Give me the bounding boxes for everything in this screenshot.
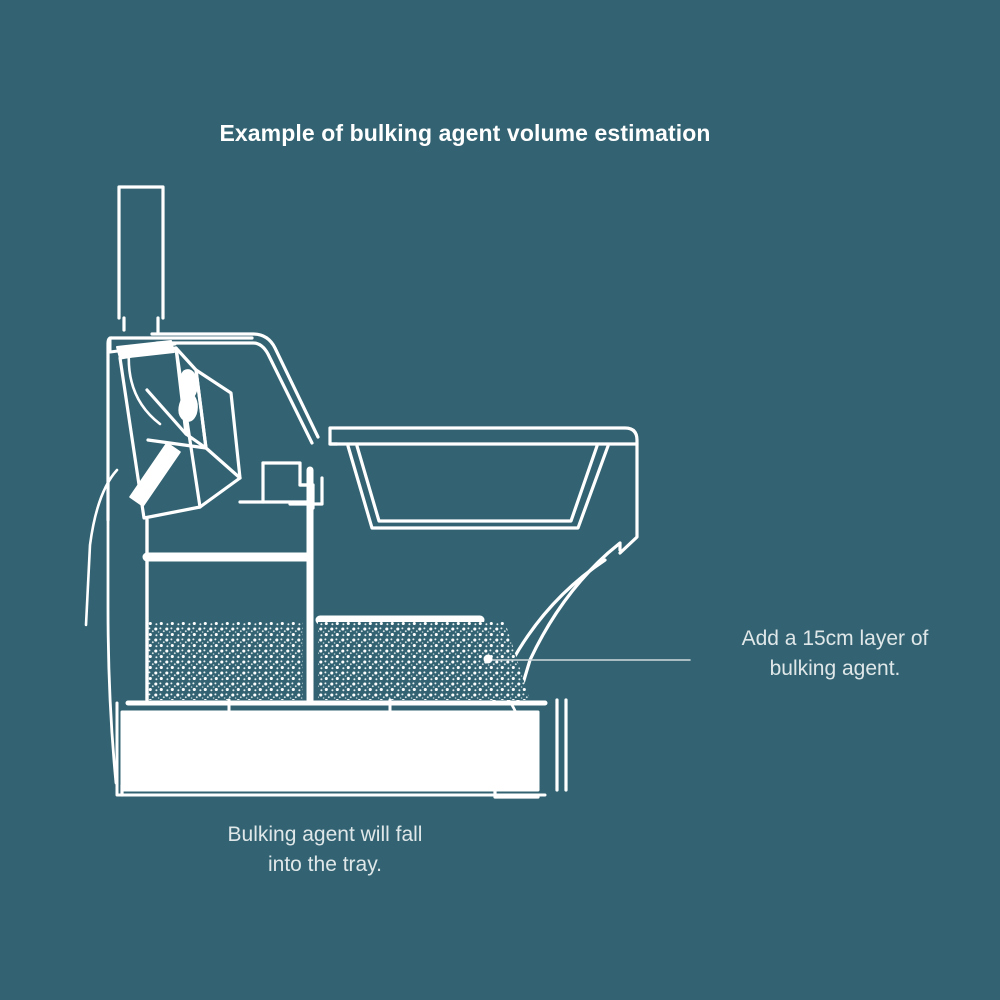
annotation-bulking-layer: Add a 15cm layer of bulking agent. bbox=[690, 624, 980, 684]
hanging-cable bbox=[84, 468, 119, 785]
panel-slot bbox=[129, 442, 181, 507]
annotation-line-2: bulking agent. bbox=[769, 657, 901, 680]
collection-tray bbox=[115, 700, 548, 799]
machine-body bbox=[150, 332, 320, 445]
caption-line-1: Bulking agent will fall bbox=[227, 823, 423, 846]
control-panel bbox=[118, 346, 242, 520]
column-base-cap bbox=[108, 336, 177, 359]
hopper-bowl bbox=[328, 426, 639, 530]
page-title: Example of bulking agent volume estimati… bbox=[219, 120, 711, 146]
annotation-line-1: Add a 15cm layer of bbox=[741, 627, 929, 650]
bowl-right-wall bbox=[618, 442, 639, 555]
tray-segments bbox=[227, 698, 392, 714]
caption-line-2: into the tray. bbox=[267, 853, 382, 876]
caption-tray: Bulking agent will fall into the tray. bbox=[110, 820, 540, 880]
annotation-leader bbox=[483, 654, 691, 664]
lever-handle bbox=[178, 369, 198, 422]
vertical-column bbox=[117, 185, 165, 334]
bulking-agent-layer bbox=[147, 622, 530, 700]
